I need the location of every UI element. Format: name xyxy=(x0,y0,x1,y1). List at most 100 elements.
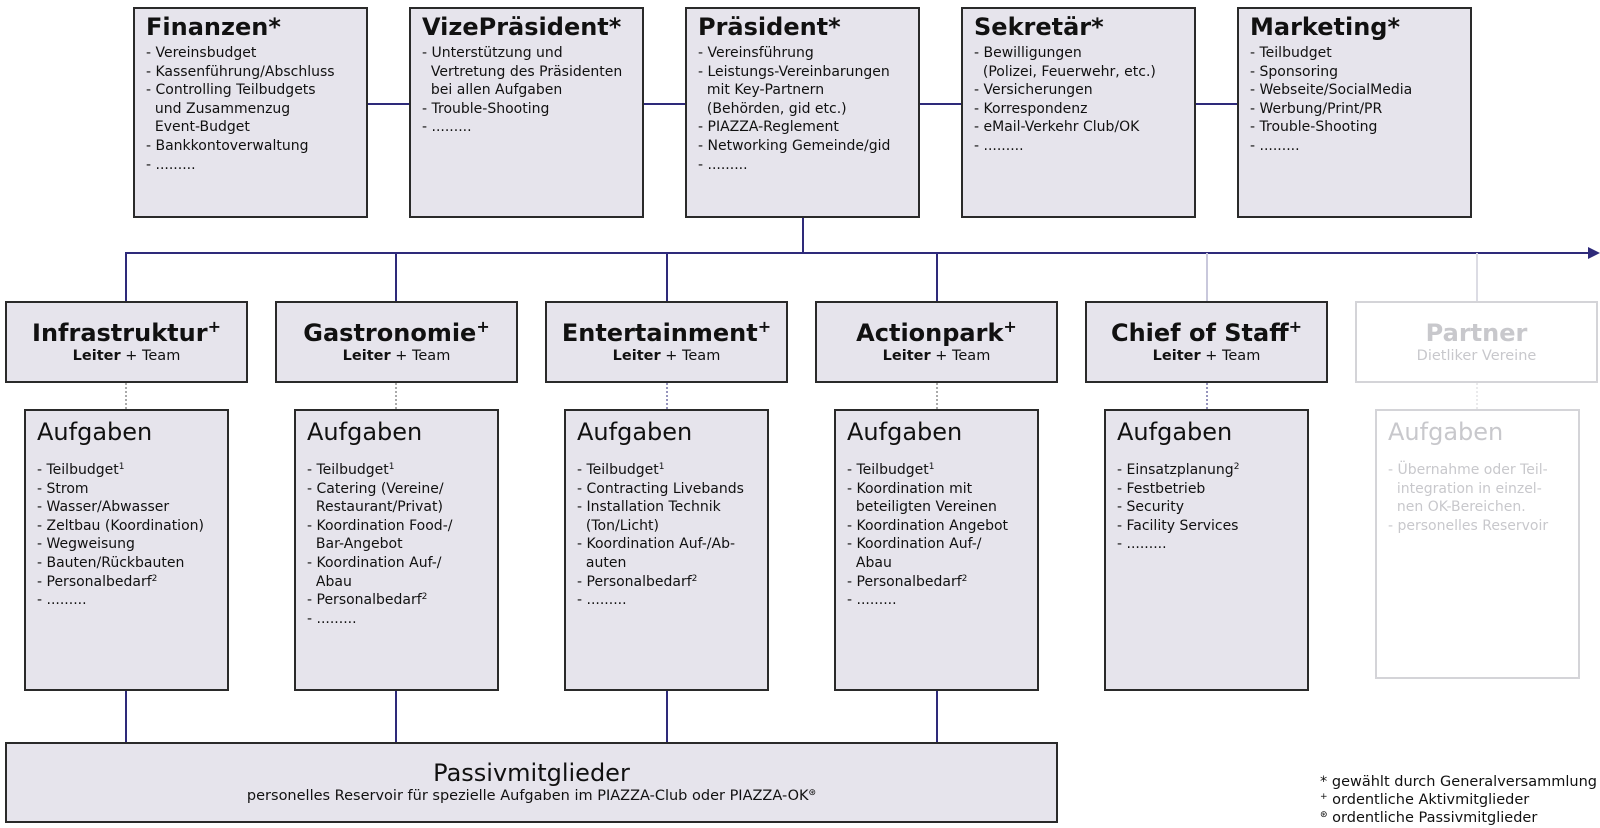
board-item: Vertretung des Präsidenten xyxy=(422,63,623,80)
board-item: - ......... xyxy=(422,119,472,136)
task-item: - Teilbudget1 xyxy=(307,462,395,478)
dept-box-partner: Partner Dietliker Vereine xyxy=(1355,301,1598,383)
task-item: - Teilbudget1 xyxy=(847,462,935,478)
task-title: Aufgaben xyxy=(847,418,963,446)
board-item: - eMail-Verkehr Club/OK xyxy=(974,119,1140,136)
dept-team: + Team xyxy=(390,348,451,364)
task-item: Restaurant/Privat) xyxy=(307,499,443,516)
task-item: - Koordination mit xyxy=(847,480,973,497)
task-box-chief-of-staff: Aufgaben - Einsatzplanung2 - Festbetrieb… xyxy=(1104,409,1309,691)
task-item: - Strom xyxy=(37,480,89,497)
task-item: - Zeltbau (Koordination) xyxy=(37,517,204,534)
task-item: - Facility Services xyxy=(1117,517,1239,534)
task-item: - Installation Technik xyxy=(577,499,721,516)
task-item: - Festbetrieb xyxy=(1117,480,1206,497)
board-item: - Bewilligungen xyxy=(974,45,1082,61)
passive-subtitle: personelles Reservoir für spezielle Aufg… xyxy=(246,788,809,804)
board-item: - Controlling Teilbudgets xyxy=(146,82,316,99)
board-title: Marketing* xyxy=(1250,13,1401,41)
dept-team: + Team xyxy=(930,348,991,364)
task-title: Aufgaben xyxy=(1388,418,1504,446)
passive-members-box: Passivmitglieder personelles Reservoir f… xyxy=(5,742,1058,823)
board-item: - ......... xyxy=(698,156,748,173)
dept-box-infrastruktur: Infrastruktur+ Leiter + Team xyxy=(5,301,248,383)
task-item: - Wasser/Abwasser xyxy=(37,499,170,516)
task-item: - ......... xyxy=(37,592,87,609)
passive-member-mark: ⊛ xyxy=(808,788,817,798)
task-item: (Ton/Licht) xyxy=(577,517,659,534)
board-item: - Networking Gemeinde/gid xyxy=(698,137,891,154)
active-member-mark: + xyxy=(476,317,490,336)
task-box-infrastruktur: Aufgaben - Teilbudget1 - Strom - Wasser/… xyxy=(24,409,229,691)
board-item: - PIAZZA-Reglement xyxy=(698,119,839,136)
board-item: - Teilbudget xyxy=(1250,45,1332,61)
board-item: - Bankkontoverwaltung xyxy=(146,137,309,154)
board-item: - Trouble-Shooting xyxy=(1250,119,1378,136)
dept-leader: Leiter xyxy=(1152,348,1201,364)
task-box-gastronomie: Aufgaben - Teilbudget1 - Catering (Verei… xyxy=(294,409,499,691)
dept-team: Dietliker Vereine xyxy=(1416,348,1537,364)
dept-title: Infrastruktur xyxy=(32,319,208,347)
task-item: - Contracting Livebands xyxy=(577,480,744,497)
legend: * gewählt durch Generalversammlung + ord… xyxy=(1320,773,1597,827)
board-title: VizePräsident* xyxy=(422,13,622,41)
task-item: auten xyxy=(577,554,627,571)
dept-title: Chief of Staff xyxy=(1110,319,1289,347)
task-item: integration in einzel- xyxy=(1388,480,1542,497)
legend-item: + ordentliche Aktivmitglieder xyxy=(1320,792,1530,808)
dept-title: Entertainment xyxy=(561,319,758,347)
board-item: - Korrespondenz xyxy=(974,100,1088,117)
dept-box-chief-of-staff: Chief of Staff+ Leiter + Team xyxy=(1085,301,1328,383)
task-title: Aufgaben xyxy=(37,418,153,446)
board-item: - Unterstützung und xyxy=(422,45,563,61)
active-member-mark: + xyxy=(1003,317,1017,336)
task-item: - ......... xyxy=(1117,536,1167,553)
legend-item: * gewählt durch Generalversammlung xyxy=(1320,774,1597,790)
task-item: Bar-Angebot xyxy=(307,536,403,553)
task-item: - Teilbudget1 xyxy=(577,462,665,478)
dept-team: + Team xyxy=(120,348,181,364)
board-item: (Behörden, gid etc.) xyxy=(698,100,847,117)
board-item: - Leistungs-Vereinbarungen xyxy=(698,63,890,80)
board-item: mit Key-Partnern xyxy=(698,82,825,99)
board-box-praesident: Präsident* - Vereinsführung - Leistungs-… xyxy=(685,7,920,218)
board-title: Präsident* xyxy=(698,13,841,41)
task-item: - ......... xyxy=(847,592,897,609)
board-item: bei allen Aufgaben xyxy=(422,82,563,99)
dept-title: Partner xyxy=(1425,319,1528,347)
dept-team: + Team xyxy=(660,348,721,364)
board-item: - ......... xyxy=(1250,137,1300,154)
task-item: - Teilbudget1 xyxy=(37,462,125,478)
passive-title: Passivmitglieder xyxy=(433,759,630,787)
task-box-actionpark: Aufgaben - Teilbudget1 - Koordination mi… xyxy=(834,409,1039,691)
board-item: Event-Budget xyxy=(146,119,250,136)
board-item: - Kassenführung/Abschluss xyxy=(146,63,335,80)
task-title: Aufgaben xyxy=(307,418,423,446)
dept-leader: Leiter xyxy=(882,348,931,364)
board-item: - Webseite/SocialMedia xyxy=(1250,82,1413,99)
board-item: - ......... xyxy=(146,156,196,173)
task-item: - Personalbedarf2 xyxy=(577,573,698,590)
dept-title: Gastronomie xyxy=(303,319,477,347)
task-title: Aufgaben xyxy=(577,418,693,446)
dept-leader: Leiter xyxy=(342,348,391,364)
task-item: Abau xyxy=(307,573,352,590)
task-item: Abau xyxy=(847,554,892,571)
board-title: Sekretär* xyxy=(974,13,1104,41)
board-item: - ......... xyxy=(974,137,1024,154)
task-title: Aufgaben xyxy=(1117,418,1233,446)
board-item: - Vereinsbudget xyxy=(146,45,257,61)
dept-box-entertainment: Entertainment+ Leiter + Team xyxy=(545,301,788,383)
task-item: - Wegweisung xyxy=(37,536,135,553)
dept-leader: Leiter xyxy=(72,348,121,364)
board-item: - Versicherungen xyxy=(974,82,1093,99)
task-item: - Bauten/Rückbauten xyxy=(37,554,185,571)
board-item: - Trouble-Shooting xyxy=(422,100,550,117)
board-item: - Werbung/Print/PR xyxy=(1250,100,1383,117)
dept-box-gastronomie: Gastronomie+ Leiter + Team xyxy=(275,301,518,383)
dept-box-actionpark: Actionpark+ Leiter + Team xyxy=(815,301,1058,383)
task-item: - Koordination Food-/ xyxy=(307,517,453,534)
dept-leader: Leiter xyxy=(612,348,661,364)
board-item: und Zusammenzug xyxy=(146,100,291,117)
